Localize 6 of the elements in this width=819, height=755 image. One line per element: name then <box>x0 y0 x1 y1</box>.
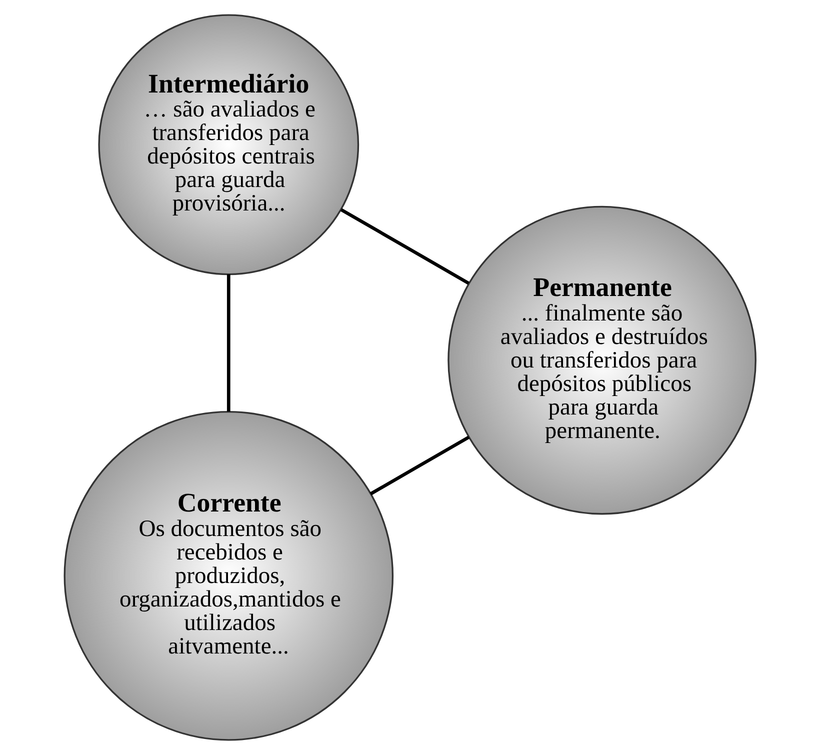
connector <box>340 208 470 285</box>
node-circle: Intermediário … são avaliados e transferidos para depósitos centrais para guarda provisória... <box>98 14 359 276</box>
node-circle: Corrente Os documentos são recebidos e produzidos, organizados,mantidos e utilizados aitvamente... <box>63 410 394 741</box>
connector <box>226 274 230 412</box>
connector <box>369 436 470 496</box>
node-circle: Permanente ... finalmente são avaliados e destruídos ou transferidos para depósitos públicos para guarda permanente. <box>447 206 756 515</box>
